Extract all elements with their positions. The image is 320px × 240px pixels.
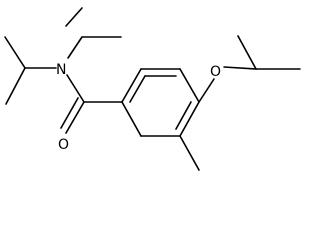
ring-bond-6: [121, 101, 142, 137]
bond-carbonyl-double-b: [60, 97, 79, 129]
bond-ring-to-ether-o: [198, 78, 215, 103]
bond-n-to-carbonyl: [66, 74, 85, 103]
bond-ipr1-methyl-a: [65, 7, 83, 27]
ring-inner-bond-a: [129, 75, 146, 103]
bond-ipr2-methyl-a: [4, 36, 26, 69]
structure-diagram: N O O: [4, 7, 301, 171]
bond-ether-o-to-ch: [223, 66, 257, 70]
carbonyl-oxygen-label: O: [58, 137, 69, 153]
bond-carbonyl-double-a: [65, 101, 85, 134]
bond-ipr2-methyl-b: [5, 67, 26, 105]
ring-bond-1: [121, 68, 142, 103]
ring-bond-3: [179, 68, 200, 103]
ring-inner-bond-c: [175, 101, 192, 130]
bond-ipr1-ch-to-n: [67, 36, 83, 59]
molecule-drawing: N O O: [4, 7, 301, 171]
ring-bond-4: [179, 101, 200, 137]
bond-isopropoxy-methyl-a: [237, 35, 257, 70]
bond-ring-methyl: [179, 135, 200, 171]
nitrogen-atom-label: N: [56, 62, 66, 78]
ether-oxygen-label: O: [210, 64, 221, 80]
